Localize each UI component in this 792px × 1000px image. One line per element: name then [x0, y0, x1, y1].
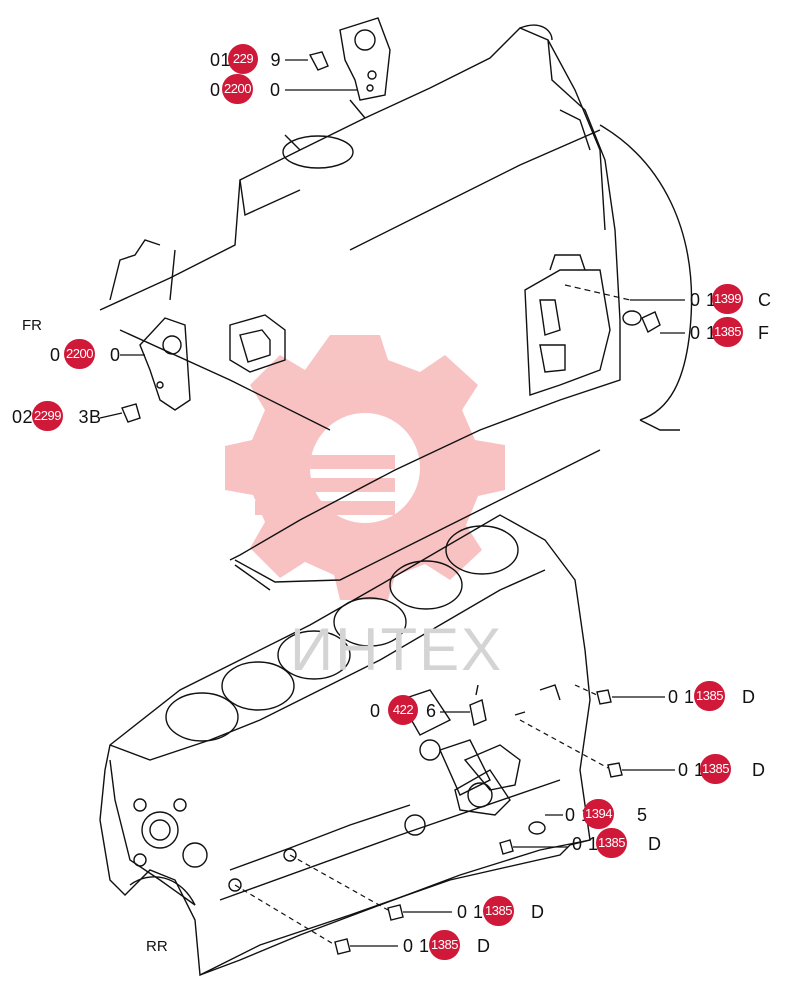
callout-bracket-top: 0 2200 0: [210, 74, 281, 104]
part-number-badge[interactable]: 1385: [712, 317, 743, 347]
callout-suffix: 0: [110, 345, 121, 365]
callout-plug-2: 0 1 1385 D: [678, 754, 766, 784]
callout-prefix: 0 1: [403, 936, 430, 956]
callout-suffix: F: [758, 323, 770, 343]
rear-direction-label: RR: [146, 938, 168, 955]
callout-suffix: 6: [426, 701, 437, 721]
watermark-text: ИНТЕХ: [290, 616, 504, 683]
part-number-badge[interactable]: 229: [228, 44, 258, 74]
part-number-badge[interactable]: 2200: [222, 74, 253, 104]
callout-o-ring: 0 1 1399 C: [690, 284, 772, 314]
part-number-badge[interactable]: 1399: [712, 284, 743, 314]
callout-prefix: 0 1: [457, 902, 484, 922]
callout-suffix: 5: [637, 805, 648, 825]
front-direction-label: FR: [22, 317, 42, 334]
callout-prefix: 0 1: [678, 760, 705, 780]
callout-suffix: D: [742, 687, 756, 707]
part-number-badge[interactable]: 1385: [694, 681, 725, 711]
callout-prefix: 0: [370, 701, 381, 721]
callout-prefix: 0 1: [690, 323, 717, 343]
callout-bolt-top: 01 229 9: [210, 44, 282, 74]
callout-bracket-left: 0 2200 0: [50, 339, 121, 369]
part-number-badge[interactable]: 1394: [583, 799, 614, 829]
callout-prefix: 0: [50, 345, 61, 365]
leader-lines: [99, 59, 685, 947]
part-number-badge[interactable]: 422: [388, 695, 418, 725]
callout-plug-head: 0 1 1385 F: [690, 317, 770, 347]
callout-plug-3: 0 1 1385 D: [572, 828, 662, 858]
part-number-badge[interactable]: 2299: [32, 401, 63, 431]
part-number-badge[interactable]: 1385: [429, 930, 460, 960]
callout-suffix: D: [648, 834, 662, 854]
part-number-badge[interactable]: 1385: [700, 754, 731, 784]
part-number-badge[interactable]: 2200: [64, 339, 95, 369]
callout-suffix: D: [531, 902, 545, 922]
callout-plug-4: 0 1 1385 D: [457, 896, 545, 926]
callout-suffix: C: [758, 290, 772, 310]
callout-suffix: 0: [270, 80, 281, 100]
callout-prefix: 01: [210, 50, 232, 70]
callout-prefix: 0 1: [572, 834, 599, 854]
callout-prefix: 0 1: [668, 687, 695, 707]
callout-suffix: 9: [270, 50, 282, 70]
watermark-gear-icon: [225, 335, 505, 600]
part-number-badge[interactable]: 1385: [596, 828, 627, 858]
cylinder-head-group: [99, 17, 693, 591]
callout-bolt-left: 02 2299 3B: [12, 401, 102, 431]
part-number-badge[interactable]: 1385: [483, 896, 514, 926]
callout-prefix: 02: [12, 407, 34, 427]
callout-gasket: 0 1 1394 5: [565, 799, 648, 829]
callout-suffix: D: [477, 936, 491, 956]
callout-plug-1: 0 1 1385 D: [668, 681, 756, 711]
callout-sensor: 0 422 6: [370, 695, 437, 725]
callout-suffix: 3B: [78, 407, 102, 427]
callout-plug-5: 0 1 1385 D: [403, 930, 491, 960]
callout-suffix: D: [752, 760, 766, 780]
callout-prefix: 0 1: [690, 290, 717, 310]
callout-prefix: 0: [210, 80, 221, 100]
